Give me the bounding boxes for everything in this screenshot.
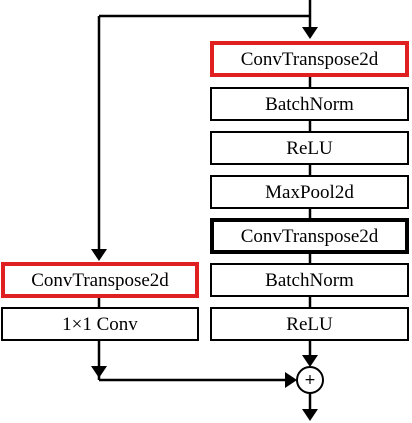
main-block-label: MaxPool2d xyxy=(265,181,354,203)
main-block-label: ConvTranspose2d xyxy=(240,48,379,70)
merge-plus-symbol: + xyxy=(304,372,316,388)
main-block-conv-transpose-2: ConvTranspose2d xyxy=(210,218,409,254)
input-arrowhead xyxy=(302,27,318,39)
main-block-label: ReLU xyxy=(286,137,333,159)
output-arrowhead xyxy=(302,409,318,421)
skip-block-label: 1×1 Conv xyxy=(62,313,138,335)
skip-right-arrowhead xyxy=(285,372,297,388)
skip-down-arrowhead xyxy=(91,366,107,378)
main-block-batchnorm-1: BatchNorm xyxy=(210,87,409,121)
main-block-label: ConvTranspose2d xyxy=(240,225,379,247)
main-block-conv-transpose-1: ConvTranspose2d xyxy=(210,41,409,77)
main-block-relu-2: ReLU xyxy=(210,307,409,341)
skip-block-label: ConvTranspose2d xyxy=(31,269,169,291)
main-block-label: ReLU xyxy=(286,313,333,335)
main-block-relu-1: ReLU xyxy=(210,131,409,165)
main-block-label: BatchNorm xyxy=(265,93,354,115)
skip-arrowhead xyxy=(91,249,107,261)
main-to-merge-arrowhead xyxy=(302,355,318,367)
main-block-maxpool: MaxPool2d xyxy=(210,175,409,209)
main-block-batchnorm-2: BatchNorm xyxy=(210,263,409,297)
skip-block-conv-transpose: ConvTranspose2d xyxy=(1,262,199,298)
main-block-label: BatchNorm xyxy=(265,269,354,291)
skip-block-1x1-conv: 1×1 Conv xyxy=(1,307,199,341)
